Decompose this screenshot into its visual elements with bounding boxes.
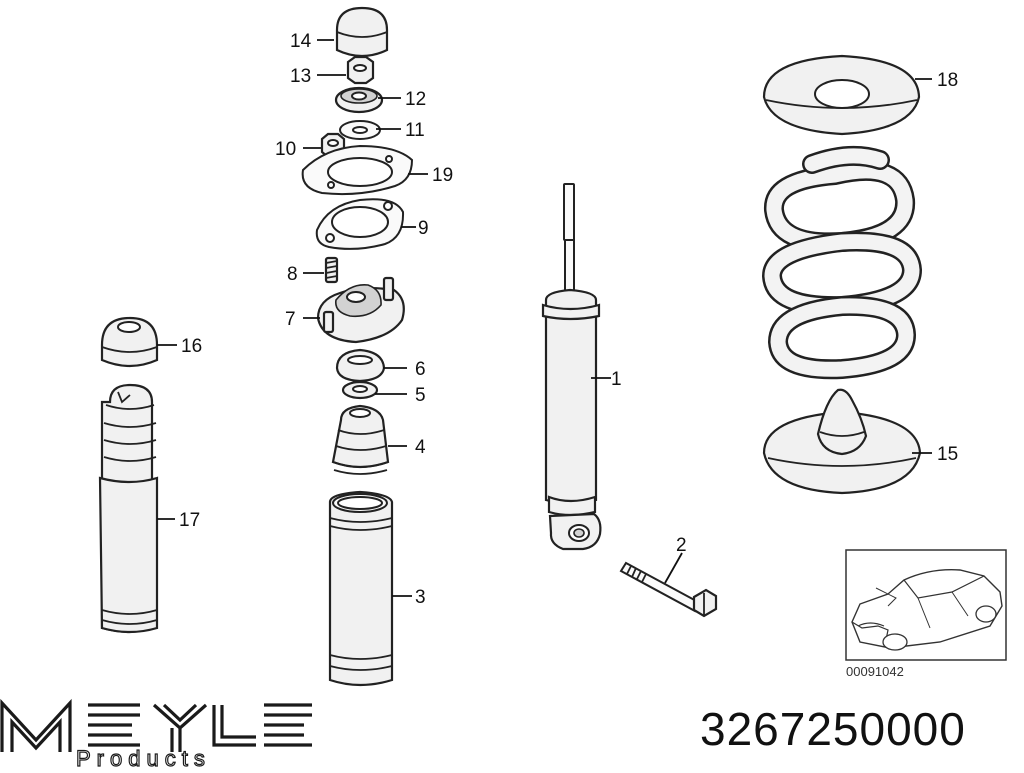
part-18-upper-spring-seat (762, 54, 921, 136)
callout-18: 18 (937, 70, 958, 91)
callout-5: 5 (415, 385, 426, 406)
part-15-lower-spring-seat (762, 388, 922, 495)
part-16-bump-cap (100, 316, 159, 368)
callout-4: 4 (415, 437, 426, 458)
callout-19: 19 (432, 165, 453, 186)
callout-6: 6 (415, 359, 426, 380)
callout-15: 15 (937, 444, 958, 465)
part-14-cap (335, 6, 389, 58)
callout-8: 8 (287, 264, 298, 285)
part-13-nut (346, 55, 375, 85)
callout-10: 10 (275, 139, 296, 160)
part-4-bump-stop (331, 404, 390, 475)
meyle-logo: Products (0, 698, 312, 772)
callout-2: 2 (676, 535, 687, 556)
part-3-dust-cover (328, 490, 394, 687)
part-17-protective-boot (98, 383, 159, 634)
callout-1: 1 (611, 369, 622, 390)
part-6-spring-seat (335, 348, 386, 383)
callout-14: 14 (290, 31, 312, 52)
part-9-gasket-plate (315, 198, 405, 250)
car-thumbnail (845, 549, 1007, 661)
part-5-washer (341, 380, 379, 400)
callout-17: 17 (179, 510, 200, 531)
callout-13: 13 (290, 66, 311, 87)
part-12-washer (334, 86, 384, 114)
logo-subtext: Products (76, 746, 211, 768)
part-1-shock-absorber (541, 183, 602, 551)
callout-16: 16 (181, 336, 202, 357)
callout-11: 11 (405, 120, 425, 141)
callout-7: 7 (285, 309, 296, 330)
callout-12: 12 (405, 89, 426, 110)
callout-3: 3 (415, 587, 426, 608)
coil-spring (761, 145, 923, 380)
part-19-gasket (301, 144, 414, 196)
part-7-mount (316, 276, 405, 344)
part-8-stud (324, 256, 339, 284)
part-2-bolt (619, 561, 718, 618)
part-11-washer (339, 120, 381, 140)
thumbnail-code: 00091042 (846, 664, 904, 679)
callout-9: 9 (418, 218, 429, 239)
part-number: 3267250000 (700, 703, 966, 755)
